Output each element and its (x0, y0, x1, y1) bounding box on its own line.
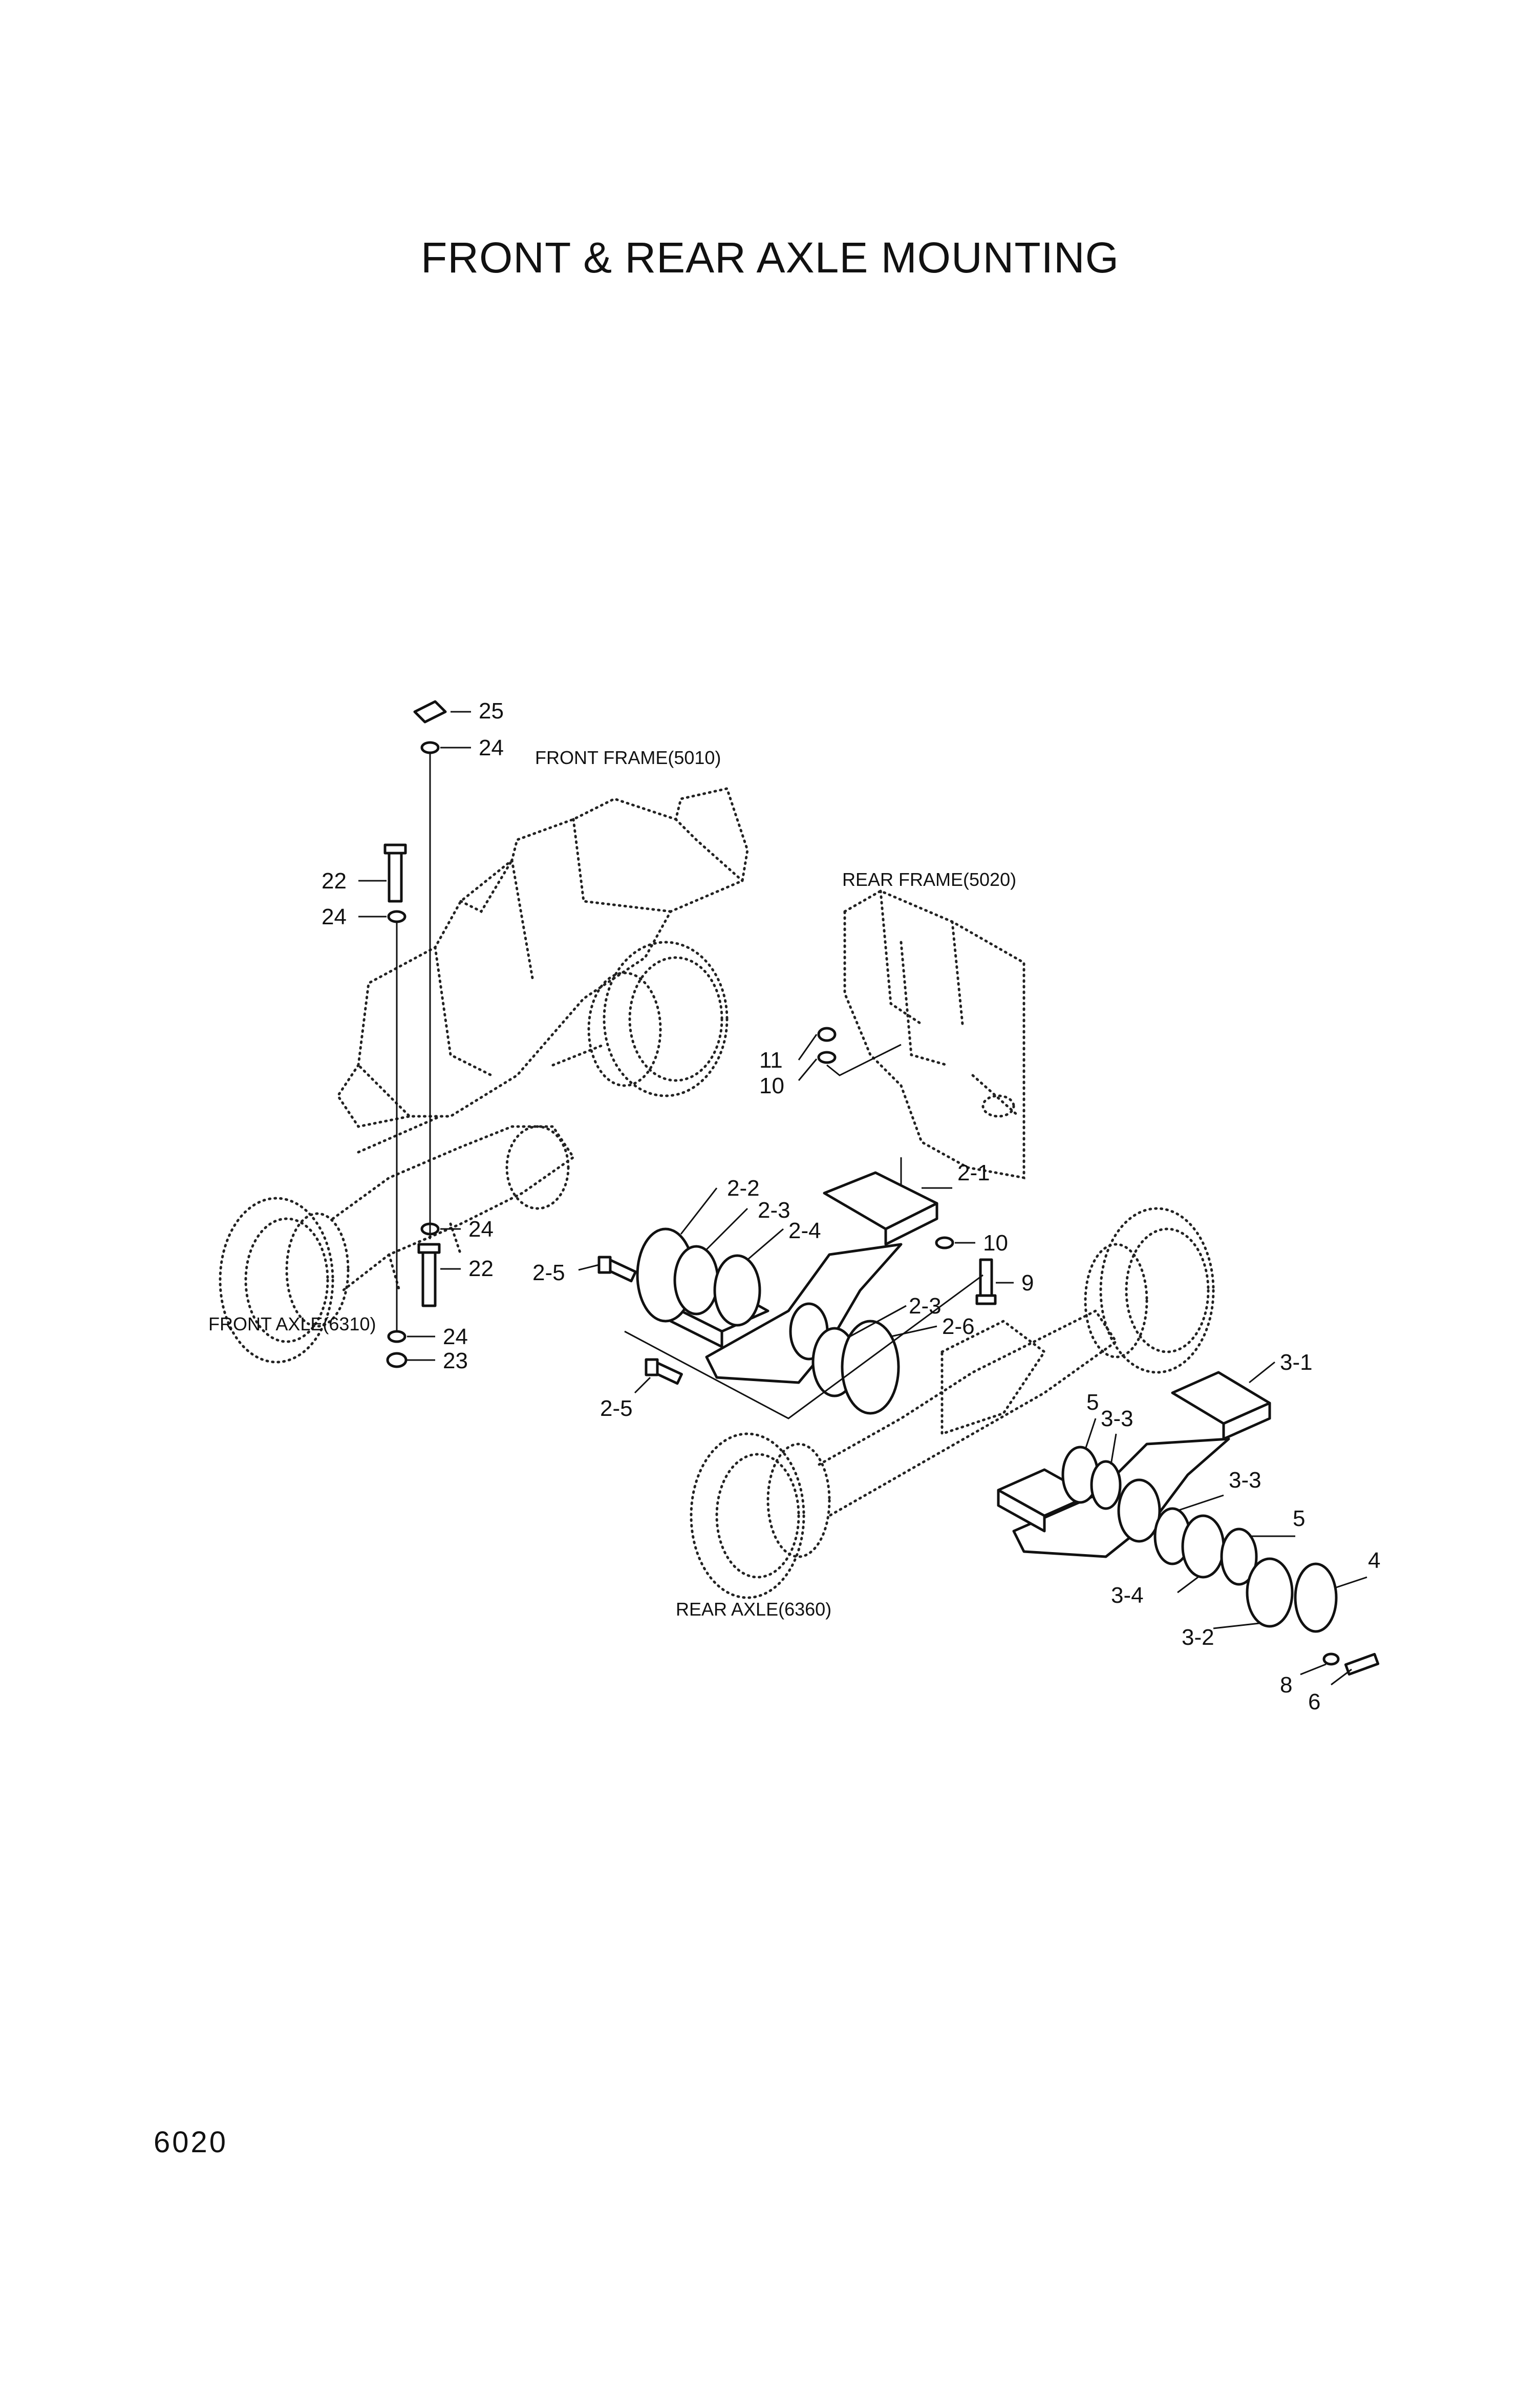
callout-10: 10 (759, 1073, 784, 1098)
part-2-4-bushing (713, 1254, 761, 1327)
page-number: 6020 (154, 2126, 228, 2159)
callout-2-2: 2-2 (727, 1176, 760, 1201)
callout-2-3: 2-3 (909, 1293, 942, 1319)
part-24-washer-bottom (387, 1330, 407, 1343)
part-2-5-bolt-lower (645, 1358, 683, 1385)
part-23-nut (386, 1352, 408, 1368)
rear-frame-caption: REAR FRAME(5020) (842, 869, 1016, 890)
part-4-plate (1294, 1562, 1338, 1633)
front-frame-hub (551, 941, 729, 1097)
leader-lines (358, 711, 1367, 1686)
callout-11: 11 (759, 1048, 783, 1073)
part-22-bolt-upper (383, 843, 407, 903)
front-axle-caption: FRONT AXLE(6310) (208, 1313, 376, 1334)
part-10-washer-lower (935, 1236, 954, 1249)
rear-axle-caption: REAR AXLE(6360) (676, 1599, 831, 1620)
callout-3-1: 3-1 (1280, 1350, 1313, 1375)
part-22-bolt-lower (417, 1243, 441, 1307)
part-2-3-seal-upper (673, 1245, 719, 1316)
part-9-bolt (975, 1258, 997, 1305)
part-5-ring-lower (1220, 1528, 1258, 1586)
callout-25: 25 (479, 698, 504, 724)
callout-23: 23 (443, 1348, 468, 1373)
callout-24: 24 (468, 1217, 494, 1242)
part-25-nut (413, 700, 447, 724)
callout-4: 4 (1368, 1548, 1380, 1573)
rear-frame-outline (843, 889, 1025, 1179)
callout-2-5: 2-5 (600, 1396, 633, 1421)
front-frame-outline (336, 787, 749, 1128)
part-24-washer-top (420, 741, 440, 754)
part-2-6-plate (841, 1320, 900, 1415)
callout-2-5: 2-5 (532, 1260, 565, 1285)
callout-5: 5 (1086, 1390, 1099, 1415)
part-11-nut (817, 1027, 837, 1042)
callout-3-4: 3-4 (1111, 1583, 1144, 1608)
callout-24: 24 (322, 904, 347, 929)
part-6-bolt (1344, 1652, 1380, 1676)
part-3-1-rear-bracket (997, 1371, 1271, 1558)
part-3-4-bushing (1181, 1514, 1225, 1579)
part-3-3-seal-upper (1090, 1460, 1122, 1510)
callout-2-4: 2-4 (788, 1218, 821, 1243)
callout-2-3: 2-3 (758, 1198, 790, 1223)
part-2-5-bolt-upper (597, 1256, 637, 1283)
callout-24: 24 (443, 1324, 468, 1349)
callout-3-2: 3-2 (1182, 1625, 1214, 1650)
callout-9: 9 (1021, 1270, 1034, 1296)
callout-10: 10 (983, 1231, 1008, 1256)
callout-22: 22 (468, 1256, 494, 1281)
callout-2-1: 2-1 (957, 1160, 990, 1185)
front-frame-caption: FRONT FRAME(5010) (535, 747, 721, 768)
callout-3-3: 3-3 (1229, 1468, 1261, 1493)
callout-22: 22 (322, 868, 347, 894)
part-3-2-cap (1246, 1557, 1294, 1628)
callout-24: 24 (479, 735, 504, 760)
rear-axle-outline (690, 1207, 1215, 1599)
callout-6: 6 (1308, 1689, 1320, 1714)
part-10-washer-upper (817, 1051, 837, 1064)
callout-2-6: 2-6 (942, 1314, 975, 1339)
page-title: FRONT & REAR AXLE MOUNTING (421, 234, 1119, 282)
callout-8: 8 (1280, 1672, 1292, 1698)
callout-5: 5 (1293, 1506, 1305, 1531)
part-24-washer-upper-left (387, 910, 407, 923)
part-8-washer (1322, 1652, 1340, 1666)
callout-3-3: 3-3 (1101, 1406, 1133, 1431)
